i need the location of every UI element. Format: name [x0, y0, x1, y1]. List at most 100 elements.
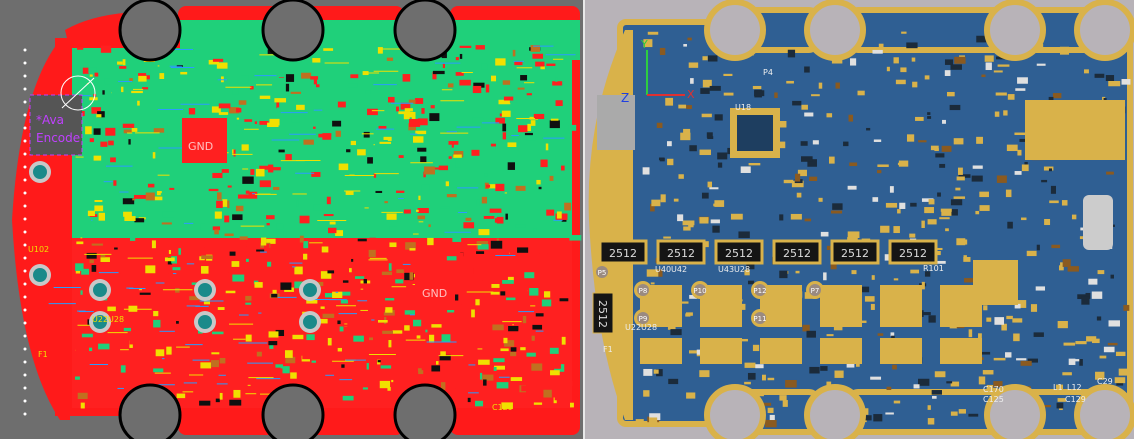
board-edge-plating	[588, 30, 633, 420]
board-notch	[118, 0, 182, 62]
pad	[509, 95, 517, 103]
pad	[308, 344, 315, 352]
smd-component	[899, 202, 906, 209]
pad	[569, 235, 582, 241]
pad	[483, 215, 495, 219]
pad	[229, 251, 236, 256]
pad	[385, 298, 395, 301]
smd-component	[649, 413, 661, 421]
smd-component	[1106, 171, 1114, 175]
mosfet-pad	[880, 285, 922, 327]
smd-component	[744, 381, 751, 385]
smd-component	[935, 260, 946, 264]
smd-component	[950, 411, 958, 416]
smd-component	[927, 219, 937, 225]
smd-component	[1061, 200, 1068, 206]
smd-component	[668, 378, 679, 385]
pad	[463, 222, 475, 229]
resistor-marking: 2512	[725, 247, 753, 260]
pad	[446, 194, 457, 198]
smd-component	[918, 140, 927, 143]
smd-component	[856, 361, 860, 367]
smd-component	[1063, 342, 1076, 346]
smd-component	[643, 390, 650, 397]
pad	[262, 373, 267, 380]
mosfet-pad	[820, 285, 862, 327]
pad	[122, 123, 135, 128]
smd-component	[682, 220, 695, 226]
pad	[417, 368, 422, 372]
pad	[176, 393, 186, 399]
copper-pad-large	[1025, 100, 1125, 160]
mcu-footprint[interactable]	[182, 118, 227, 163]
pad	[357, 149, 366, 156]
smd-component	[642, 167, 650, 175]
pad	[478, 359, 490, 365]
smd-component	[665, 97, 674, 106]
via	[23, 399, 27, 403]
pcb-layout-canvas[interactable]: *Ava Encode GND GND U22U28 U102 F1 C129	[0, 0, 583, 439]
via	[23, 165, 27, 169]
smd-component	[795, 173, 801, 182]
smd-component	[921, 198, 934, 202]
ref-designator: U40U42	[655, 265, 687, 274]
smd-component	[961, 239, 968, 245]
pad	[512, 49, 516, 57]
ic-footprint[interactable]	[415, 270, 455, 310]
pad	[520, 75, 528, 81]
smd-component	[958, 174, 971, 178]
pad	[539, 250, 548, 254]
smd-component	[1086, 336, 1097, 342]
pad	[114, 247, 118, 250]
smd-component	[1006, 315, 1013, 320]
via	[23, 360, 27, 364]
pad	[429, 113, 440, 122]
pad	[123, 327, 132, 332]
pad	[290, 372, 297, 379]
left-pcb-layout-view[interactable]: *Ava Encode GND GND U22U28 U102 F1 C129	[0, 0, 583, 439]
pad	[492, 324, 504, 331]
test-pad	[637, 284, 649, 296]
pad	[93, 128, 101, 135]
smd-component	[1015, 88, 1026, 91]
pad	[362, 387, 368, 390]
smd-component	[1044, 218, 1051, 226]
pad	[495, 58, 506, 66]
pad	[377, 360, 381, 363]
pad	[498, 99, 511, 105]
mosfet-pad	[880, 338, 922, 364]
smd-component	[755, 364, 764, 369]
pad	[375, 190, 383, 193]
pad	[121, 86, 124, 93]
pad	[403, 111, 416, 120]
pad	[555, 77, 558, 82]
pad-label: P5	[598, 269, 607, 277]
pad	[448, 313, 453, 319]
pad	[137, 100, 140, 106]
net-label-gnd: GND	[188, 140, 213, 153]
smd-component	[895, 79, 906, 85]
pad	[561, 336, 566, 345]
pad	[550, 361, 561, 369]
pad	[132, 198, 136, 201]
pad	[337, 320, 341, 325]
pad	[550, 370, 560, 376]
pad	[238, 268, 248, 271]
via	[23, 48, 27, 52]
pad	[517, 247, 529, 253]
smd-component	[659, 47, 666, 56]
smd-component	[979, 191, 989, 198]
smd-component	[857, 90, 865, 96]
smd-component	[1115, 351, 1126, 357]
pad	[455, 72, 464, 76]
pad	[303, 253, 308, 260]
pad	[321, 199, 325, 205]
smd-component	[1036, 63, 1046, 66]
pad	[338, 350, 348, 354]
pad	[514, 61, 523, 66]
pad	[445, 316, 458, 324]
pad	[439, 354, 451, 361]
pad	[377, 320, 388, 323]
